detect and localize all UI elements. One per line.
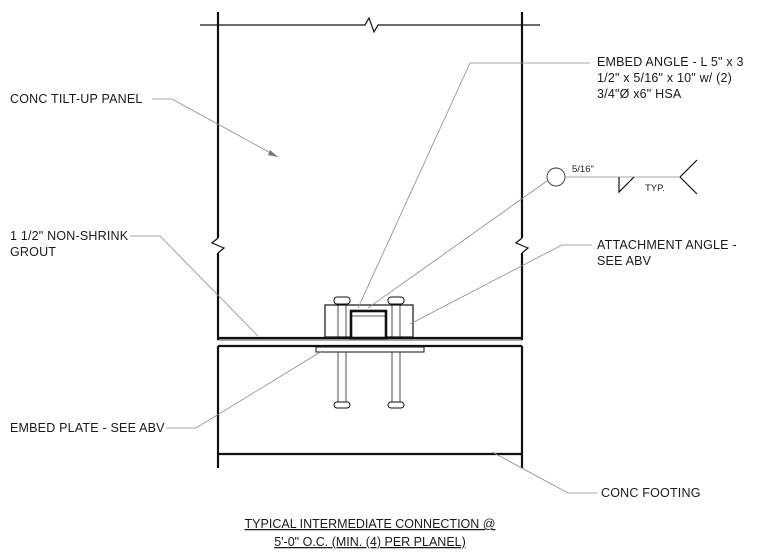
embed-angle-label-line2: 1/2" x 5/16" x 10" w/ (2) xyxy=(597,71,732,85)
grout-label-line2: GROUT xyxy=(10,245,56,259)
detail-title-line1: TYPICAL INTERMEDIATE CONNECTION @ xyxy=(245,517,496,531)
anchor-rods xyxy=(333,352,405,409)
weld-symbol: 5/16" TYP. xyxy=(546,159,698,195)
leader-lines xyxy=(130,62,597,494)
panel-label: CONC TILT-UP PANEL xyxy=(10,92,143,106)
embed-plate xyxy=(315,346,425,353)
weld-size-label: 5/16" xyxy=(572,164,594,175)
embed-plate-label: EMBED PLATE - SEE ABV xyxy=(10,421,165,435)
panel-top-break-line xyxy=(200,16,540,34)
grout-label-line1: 1 1/2" NON-SHRINK xyxy=(10,229,129,243)
attachment-angle-label-line1: ATTACHMENT ANGLE - xyxy=(597,238,737,252)
embed-angle-label-line3: 3/4"Ø x6" HSA xyxy=(597,87,682,101)
tilt-up-panel xyxy=(210,12,530,340)
embed-angle-assembly xyxy=(324,296,414,340)
footing-label: CONC FOOTING xyxy=(601,486,701,500)
detail-title-line2: 5'-0" O.C. (MIN. (4) PER PLANEL) xyxy=(274,535,466,549)
weld-typ-label: TYP. xyxy=(645,183,665,194)
attachment-angle-label-line2: SEE ABV xyxy=(597,254,652,268)
concrete-footing xyxy=(216,346,524,468)
embed-angle-label-line1: EMBED ANGLE - L 5" x 3 xyxy=(597,55,744,69)
